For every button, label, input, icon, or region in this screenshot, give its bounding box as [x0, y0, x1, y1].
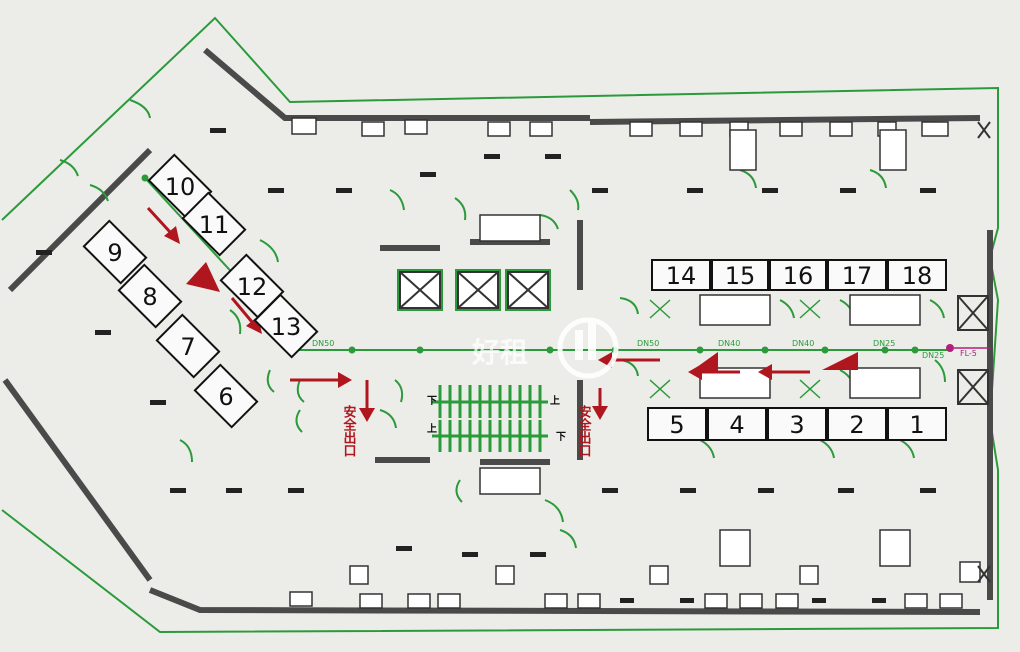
room-number-8: 8: [142, 283, 157, 311]
room-number-11: 11: [199, 211, 230, 239]
pipe-label-2: DN50: [637, 339, 659, 348]
room-column-diagonal-right: 10 11 12 13: [146, 153, 319, 359]
core-walls: [375, 220, 583, 465]
room-box-2[interactable]: 2: [827, 407, 887, 441]
room-box-16[interactable]: 16: [769, 259, 827, 291]
room-number-9: 9: [107, 239, 122, 267]
pipe-label-3: DN40: [718, 339, 740, 348]
room-number-16: 16: [783, 262, 814, 290]
pipe-x-markers: [649, 299, 821, 399]
watermark: 好租: [471, 317, 619, 379]
room-number-1: 1: [909, 411, 924, 439]
room-number-5: 5: [669, 411, 684, 439]
room-box-1[interactable]: 1: [887, 407, 947, 441]
pipe-label-6: DN25: [922, 351, 944, 360]
room-row-bottom: 5 4 3 2 1: [647, 407, 947, 441]
stairs-down-label-1: 下: [427, 395, 437, 407]
room-number-6: 6: [218, 383, 233, 411]
safety-exit-label-left: 安全出口: [341, 404, 358, 457]
elevator-shaft-frames: [397, 269, 551, 311]
room-number-13: 13: [271, 313, 302, 341]
room-number-3: 3: [789, 411, 804, 439]
room-box-7[interactable]: 7: [155, 313, 221, 379]
room-box-14[interactable]: 14: [651, 259, 711, 291]
room-box-12[interactable]: 12: [218, 253, 285, 319]
room-box-18[interactable]: 18: [887, 259, 947, 291]
building-outline: [1, 16, 1000, 634]
room-number-17: 17: [842, 262, 873, 290]
fixtures: [479, 129, 921, 567]
safety-exit-left: 安全出口: [341, 404, 358, 457]
pipe-label-1: DN50: [312, 339, 334, 348]
outer-walls: [2, 47, 993, 615]
room-box-15[interactable]: 15: [711, 259, 769, 291]
room-number-4: 4: [729, 411, 744, 439]
stairs-up-label-1: 上: [550, 394, 560, 407]
elevator-shafts: [399, 271, 549, 309]
stairs: [432, 385, 548, 452]
stairs-down-label-2: 下: [556, 431, 566, 443]
watermark-text: 好租: [471, 336, 528, 369]
pipe-label-4: DN40: [792, 339, 814, 348]
stairs-up-label-2: 上: [427, 422, 437, 435]
fire-hose-triangles: [186, 262, 858, 372]
window-x-markers: [957, 121, 991, 583]
door-swings: [59, 99, 946, 549]
room-number-7: 7: [180, 333, 195, 361]
window-blocks-top: [291, 117, 949, 137]
room-box-11[interactable]: 11: [180, 191, 247, 257]
room-column-diagonal-left: 9 8 7 6: [82, 219, 259, 429]
valve-label: FL-5: [960, 349, 977, 358]
room-row-top: 14 15 16 17 18: [651, 259, 947, 291]
room-box-3[interactable]: 3: [767, 407, 827, 441]
valve-icon: [946, 344, 990, 352]
window-blocks-bottom: [289, 561, 981, 609]
room-box-9[interactable]: 9: [82, 219, 148, 285]
room-box-5[interactable]: 5: [647, 407, 707, 441]
room-box-17[interactable]: 17: [827, 259, 887, 291]
room-number-2: 2: [849, 411, 864, 439]
room-number-10: 10: [165, 173, 196, 201]
room-box-4[interactable]: 4: [707, 407, 767, 441]
pipe-label-5: DN25: [873, 339, 895, 348]
room-number-18: 18: [902, 262, 933, 290]
room-label-marks: [36, 128, 936, 603]
room-number-15: 15: [725, 262, 756, 290]
safety-exit-right: 安全出口: [576, 404, 593, 457]
room-number-14: 14: [666, 262, 697, 290]
room-box-6[interactable]: 6: [193, 363, 259, 429]
safety-exit-label-right: 安全出口: [576, 404, 593, 457]
room-box-8[interactable]: 8: [117, 263, 183, 329]
room-box-13[interactable]: 13: [252, 293, 319, 359]
room-number-12: 12: [237, 273, 268, 301]
room-box-10[interactable]: 10: [146, 153, 213, 219]
